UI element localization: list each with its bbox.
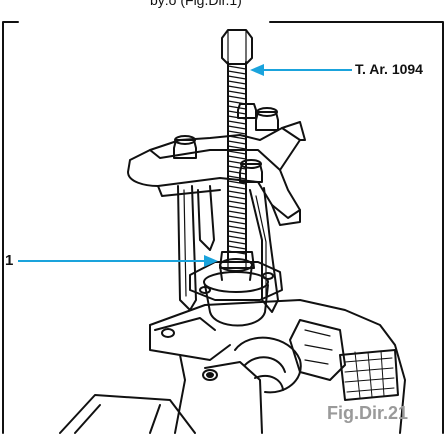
header-fragment: by:o (Fig.Dir.1) bbox=[150, 0, 242, 8]
tool-callout-label: T. Ar. 1094 bbox=[355, 61, 423, 77]
part-leader-arrow bbox=[204, 255, 218, 267]
hub-part bbox=[189, 258, 283, 327]
bench-vise bbox=[59, 299, 406, 434]
tool-leader-arrow bbox=[250, 64, 264, 76]
figure-frame bbox=[2, 21, 444, 434]
part-callout-label: 1 bbox=[5, 252, 14, 269]
figure-caption: Fig.Dir.21 bbox=[327, 403, 409, 423]
puller-tool bbox=[127, 29, 306, 313]
